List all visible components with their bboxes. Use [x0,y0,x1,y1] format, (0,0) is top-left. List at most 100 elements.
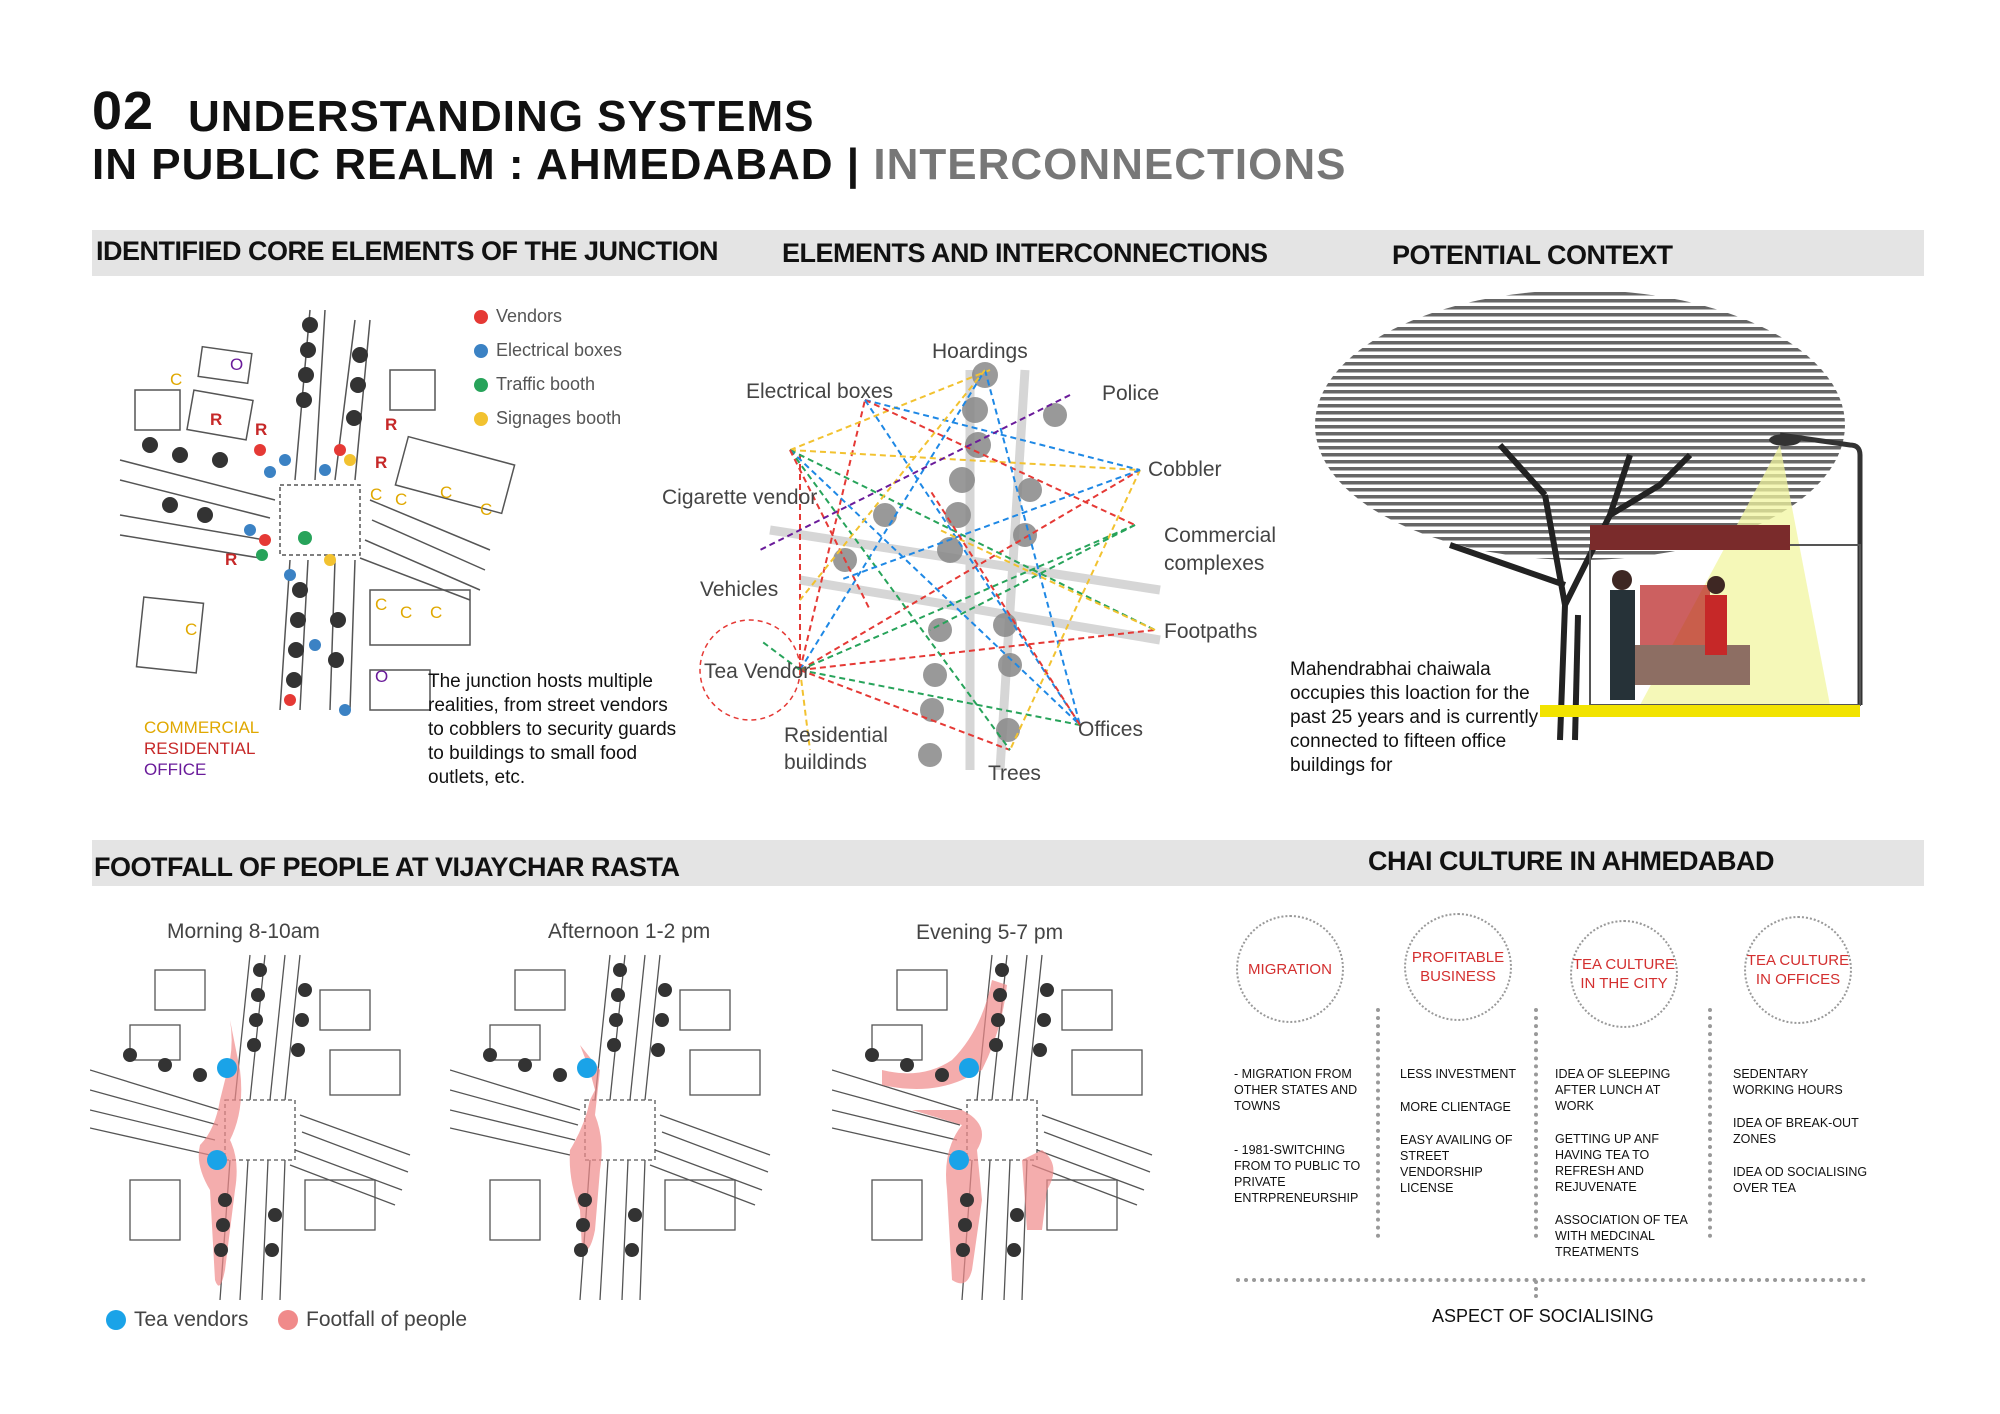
map-marker-residential: R [385,415,397,434]
chai-item: LESS INVESTMENT [1400,1067,1516,1081]
node-residential-1: Residential [784,724,888,747]
footfall-label-afternoon: Afternoon 1-2 pm [548,920,711,943]
chai-item: ASSOCIATION OF TEA WITH MEDCINAL TREATME… [1555,1213,1688,1259]
page-title-separator: | [846,140,861,189]
map-marker-commercial: C [430,603,442,622]
junction-map: C O R R R R C C C C R C C C C O [119,309,516,716]
stall-yellow-base [1540,705,1860,717]
footfall-map-morning [90,954,411,1301]
chai-list-tea-offices: SEDENTARY WORKING HOURS IDEA OF BREAK-OU… [1733,1066,1868,1213]
map-marker-commercial: C [375,595,387,614]
node-cobbler: Cobbler [1148,458,1222,481]
node-vehicles: Vehicles [700,578,779,601]
map-marker-residential: R [375,453,387,472]
tea-stall [1589,525,1861,706]
chai-circle-profitable-business: PROFITABLE BUSINESS [1404,913,1512,1021]
footfall-map-afternoon [450,954,771,1301]
map-marker-commercial: C [480,500,492,519]
chai-item: IDEA OD SOCIALISING OVER TEA [1733,1165,1868,1195]
map-marker-residential: R [255,420,267,439]
page-title-line1: UNDERSTANDING SYSTEMS [188,92,815,141]
chai-list-tea-city: IDEA OF SLEEPING AFTER LUNCH AT WORK GET… [1555,1066,1700,1277]
context-description: Mahendrabhai chaiwala occupies this loac… [1290,659,1539,776]
socialising-tick [1534,1280,1538,1298]
map-marker-office: O [230,355,243,374]
bottom-section-band [92,840,1924,886]
divider-3 [1708,1008,1712,1238]
footfall-map-evening [832,954,1153,1301]
map-marker-commercial: C [395,490,407,509]
page-title-line2: IN PUBLIC REALM : AHMEDABAD | INTERCONNE… [92,140,1346,190]
legend-tea-vendors: Tea vendors [106,1308,248,1332]
map-marker-commercial: C [185,620,197,639]
chai-item: GETTING UP ANF HAVING TEA TO REFRESH AND… [1555,1132,1659,1194]
chai-circle-migration: MIGRATION [1236,915,1344,1023]
chai-footer: ASPECT OF SOCIALISING [1432,1306,1654,1326]
map-marker-office: O [375,667,388,686]
node-trees: Trees [988,762,1041,785]
tree-trunk [1449,442,1693,741]
chai-circle-tea-city: TEA CULTURE IN THE CITY [1570,920,1678,1028]
vendor-dot-icon [474,309,488,324]
chai-item: EASY AVAILING OF STREET VENDORSHIP LICEN… [1400,1133,1513,1195]
chai-item: MORE CLIENTAGE [1400,1100,1511,1114]
socialising-divider [1236,1278,1866,1282]
chai-item: IDEA OF BREAK-OUT ZONES [1733,1116,1859,1146]
node-electrical-boxes: Electrical boxes [746,380,894,403]
page-title-suffix: INTERCONNECTIONS [873,140,1347,189]
signages-booth-dot-icon [474,411,488,426]
section-title-core-elements: IDENTIFIED CORE ELEMENTS OF THE JUNCTION [96,236,719,266]
legend-signages-booth: Signages booth [474,408,622,429]
chai-item: - MIGRATION FROM OTHER STATES AND TOWNS [1234,1067,1358,1113]
section-title-potential-context: POTENTIAL CONTEXT [1392,240,1673,270]
tea-vendor-dot-icon [106,1310,126,1330]
chai-list-profitable: LESS INVESTMENT MORE CLIENTAGE EASY AVAI… [1400,1066,1530,1213]
section-title-chai-culture: CHAI CULTURE IN AHMEDABAD [1368,846,1774,876]
zone-office: OFFICE [144,760,207,779]
node-residential-2: buildinds [784,751,867,774]
legend-vendors: Vendors [474,306,622,327]
map-marker-commercial: C [400,603,412,622]
map-marker-commercial: C [170,370,182,389]
node-commercial-complexes-2: complexes [1164,552,1265,575]
chai-item: SEDENTARY WORKING HOURS [1733,1067,1843,1097]
zone-residential: RESIDENTIAL [144,739,256,758]
map-marker-residential: R [210,410,222,429]
tree-canopy [1315,290,1845,560]
divider-2 [1534,1008,1538,1238]
top-section-band [92,230,1924,276]
node-cigarette-vendor: Cigarette vendor [662,486,818,509]
node-hoardings: Hoardings [932,340,1028,363]
node-tea-vendor: Tea Vendor [704,660,811,683]
interconnection-diagram [699,362,1161,771]
core-legend: Vendors Electrical boxes Traffic booth S… [474,306,622,429]
footfall-label-morning: Morning 8-10am [167,920,320,943]
chai-item: - 1981-SWITCHING FROM TO PUBLIC TO PRIVA… [1234,1143,1361,1205]
page-title-main: IN PUBLIC REALM : AHMEDABAD [92,140,834,189]
chai-circle-tea-offices: TEA CULTURE IN OFFICES [1744,916,1852,1024]
traffic-booth-dot-icon [474,377,488,392]
zone-commercial: COMMERCIAL [144,718,260,737]
legend-footfall: Footfall of people [278,1308,467,1332]
section-title-interconnections: ELEMENTS AND INTERCONNECTIONS [782,238,1268,268]
chai-item: IDEA OF SLEEPING AFTER LUNCH AT WORK [1555,1067,1671,1113]
tea-vendor-highlight-circle [699,619,801,721]
divider-1 [1376,1008,1380,1238]
chai-list-migration: - MIGRATION FROM OTHER STATES AND TOWNS … [1234,1066,1364,1223]
tea-stall-illustration [1315,290,1863,741]
map-marker-commercial: C [370,485,382,504]
zone-legend: COMMERCIAL RESIDENTIAL OFFICE [144,717,259,780]
junction-description: The junction hosts multiple realities, f… [428,671,677,788]
legend-electrical-boxes: Electrical boxes [474,340,622,361]
map-marker-commercial: C [440,483,452,502]
electrical-box-dot-icon [474,343,488,358]
map-marker-residential: R [225,550,237,569]
footfall-label-evening: Evening 5-7 pm [916,921,1064,944]
section-title-footfall: FOOTFALL OF PEOPLE AT VIJAYCHAR RASTA [94,852,680,882]
footfall-dot-icon [278,1310,298,1330]
node-commercial-complexes-1: Commercial [1164,524,1277,547]
node-offices: Offices [1078,718,1143,741]
node-police: Police [1102,382,1160,405]
legend-traffic-booth: Traffic booth [474,374,622,395]
node-footpaths: Footpaths [1164,620,1258,643]
